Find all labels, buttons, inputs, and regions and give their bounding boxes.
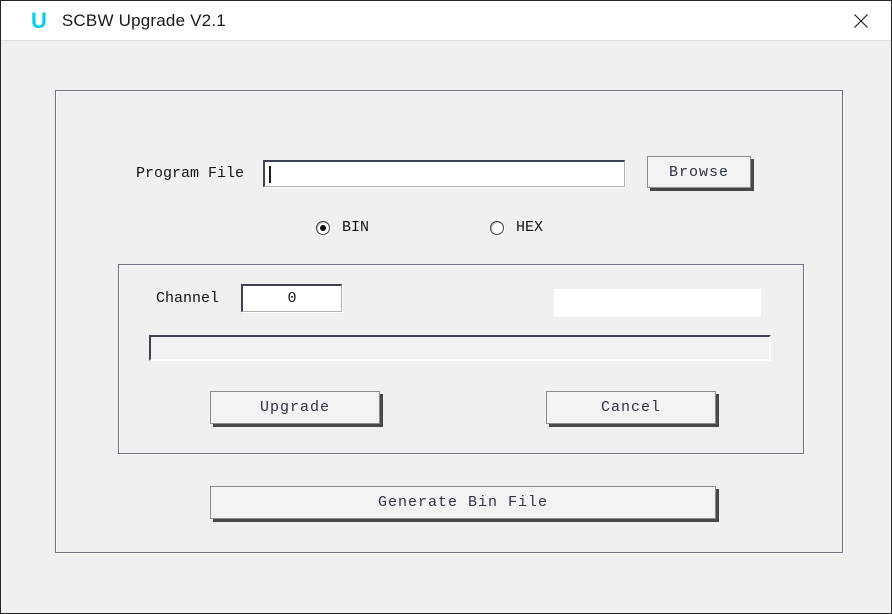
radio-bin-label: BIN [342, 219, 370, 236]
text-caret [269, 165, 271, 183]
upgrade-groupbox [118, 264, 804, 454]
channel-input[interactable]: 0 [241, 284, 342, 312]
upgrade-button[interactable]: Upgrade [210, 391, 380, 424]
browse-button[interactable]: Browse [647, 156, 751, 188]
generate-bin-file-button[interactable]: Generate Bin File [210, 486, 716, 519]
main-groupbox [55, 90, 843, 553]
upgrade-button-label: Upgrade [259, 399, 330, 416]
radio-bin[interactable]: BIN [316, 219, 369, 236]
radio-hex-label: HEX [516, 219, 544, 236]
status-field [554, 289, 761, 317]
close-button[interactable] [837, 1, 885, 40]
app-logo-icon: U [31, 7, 47, 33]
program-file-input[interactable] [263, 160, 625, 187]
radio-hex[interactable]: HEX [490, 219, 543, 236]
progress-bar [149, 335, 771, 361]
channel-label: Channel [156, 290, 220, 307]
radio-circle-icon [316, 220, 330, 235]
cancel-button[interactable]: Cancel [546, 391, 716, 424]
window-title: SCBW Upgrade V2.1 [61, 10, 226, 30]
program-file-label: Program File [136, 165, 245, 182]
title-bar: U SCBW Upgrade V2.1 [1, 1, 891, 41]
close-icon [854, 13, 868, 28]
cancel-button-label: Cancel [600, 399, 661, 416]
browse-button-label: Browse [668, 163, 729, 181]
generate-bin-file-label: Generate Bin File [377, 494, 549, 511]
radio-circle-icon [490, 220, 504, 235]
